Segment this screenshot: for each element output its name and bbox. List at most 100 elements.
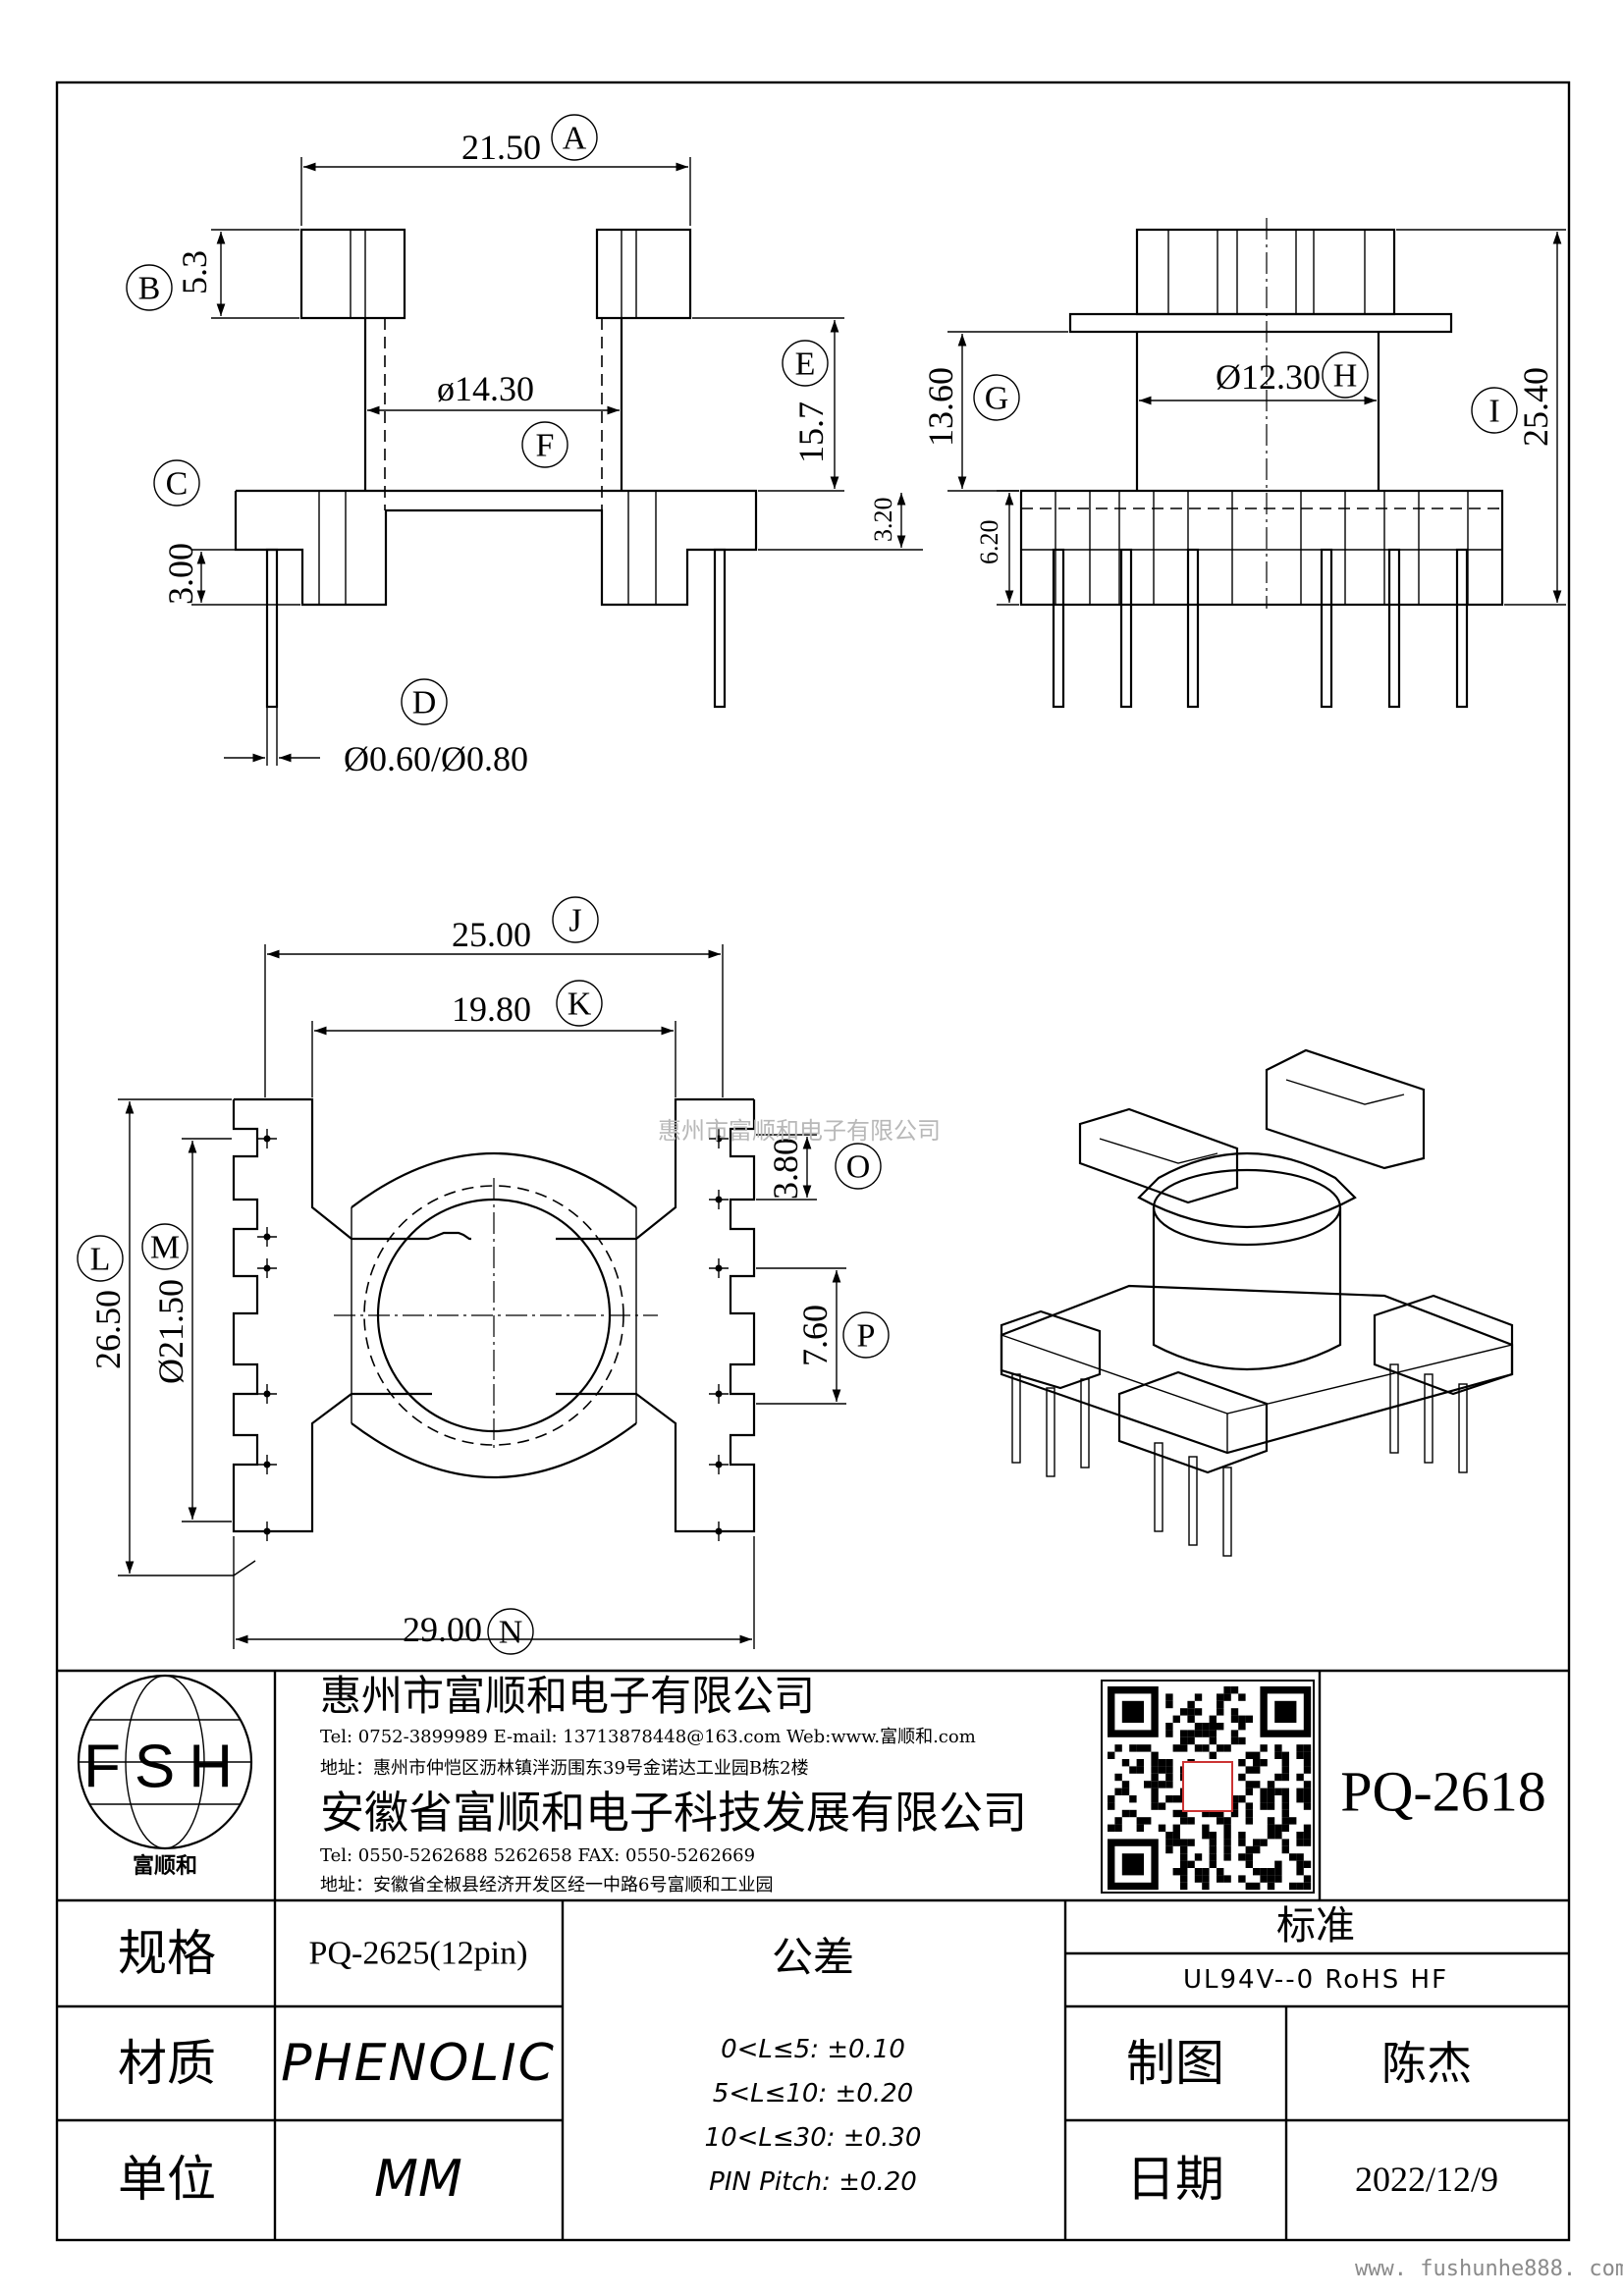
- dim-bubble-d: D: [401, 678, 448, 725]
- pin-hole: [709, 1384, 729, 1404]
- drawing-border: [55, 80, 1571, 2242]
- dim-bubble-e: E: [782, 340, 829, 387]
- dim-bubble-n: N: [487, 1608, 534, 1655]
- watermark-text: 惠州市富顺和电子有限公司: [658, 1117, 941, 1145]
- company2-contact: Tel: 0550-5262688 5262658 FAX: 0550-5262…: [320, 1845, 755, 1866]
- svg-text:H: H: [1333, 358, 1358, 395]
- svg-text:A: A: [563, 121, 587, 157]
- pin-hole: [257, 1129, 277, 1148]
- company1-contact: Tel: 0752-3899989 E-mail: 13713878448@16…: [320, 1727, 976, 1747]
- pin-hole: [709, 1129, 729, 1148]
- pin-hole: [257, 1522, 277, 1541]
- drawn-value: 陈杰: [1381, 2037, 1472, 2090]
- dim-e-value: 15.7: [791, 401, 831, 463]
- dim-bubble-c: C: [153, 459, 200, 507]
- tolerance-3: 10<L≤30: ±0.30: [705, 2123, 922, 2153]
- isometric-view: [1000, 1048, 1514, 1557]
- svg-text:J: J: [568, 903, 581, 939]
- iso-pin: [1458, 1383, 1468, 1473]
- fsh-logo: FSH 富顺和: [77, 1674, 253, 1879]
- dim-bubble-g: G: [973, 374, 1020, 421]
- svg-text:M: M: [150, 1230, 180, 1266]
- dim-m-value: Ø21.50: [151, 1279, 190, 1384]
- bottom-view: 25.00 19.80 26.50 Ø21.50 29.00 3.80 7.60: [88, 915, 846, 1649]
- pin-hole: [709, 1258, 729, 1278]
- svg-text:K: K: [568, 987, 592, 1023]
- dim-bubble-j: J: [552, 896, 599, 943]
- svg-text:D: D: [412, 685, 437, 721]
- dim-p-value: 7.60: [795, 1305, 835, 1366]
- svg-text:C: C: [166, 466, 189, 503]
- dim-side-base-value: 6.20: [975, 520, 1003, 565]
- dim-i-value: 25.40: [1516, 367, 1555, 447]
- iso-pin: [1011, 1373, 1021, 1464]
- dim-o-value: 3.80: [766, 1138, 805, 1200]
- dim-bubble-o: O: [835, 1143, 882, 1190]
- dim-bubble-f: F: [521, 421, 568, 468]
- svg-text:I: I: [1488, 394, 1499, 430]
- iso-pin: [1046, 1387, 1055, 1477]
- logo-letters: FSH: [83, 1734, 246, 1801]
- iso-pin: [1389, 1363, 1399, 1454]
- dim-bubble-a: A: [551, 114, 598, 161]
- website-footer: www. fushunhe888. com: [1355, 2257, 1623, 2281]
- tolerance-2: 5<L≤10: ±0.20: [713, 2079, 913, 2109]
- spec-label: 规格: [118, 1925, 216, 1982]
- svg-text:N: N: [499, 1615, 523, 1651]
- pin-hole: [257, 1258, 277, 1278]
- dim-l-value: 26.50: [88, 1290, 128, 1369]
- svg-text:P: P: [857, 1318, 876, 1355]
- iso-pin: [1424, 1373, 1434, 1464]
- svg-text:F: F: [536, 428, 555, 464]
- iso-pin: [1080, 1378, 1090, 1468]
- tolerance-1: 0<L≤5: ±0.10: [721, 2035, 905, 2064]
- logo-name: 富顺和: [133, 1853, 197, 1879]
- iso-pin: [1188, 1456, 1198, 1546]
- svg-text:L: L: [90, 1242, 111, 1278]
- dim-b-value: 5.3: [175, 250, 214, 294]
- spec-value: PQ-2625(12pin): [309, 1936, 528, 1972]
- svg-text:G: G: [985, 381, 1009, 417]
- dim-f-value: ø14.30: [437, 369, 534, 408]
- dim-d-value: Ø0.60/Ø0.80: [344, 739, 528, 778]
- pin-hole: [257, 1227, 277, 1247]
- side-view: 13.60 Ø12.30 25.40 6.20: [921, 218, 1566, 709]
- date-value: 2022/12/9: [1355, 2160, 1498, 2199]
- pin-hole: [709, 1522, 729, 1541]
- dim-n-value: 29.00: [403, 1610, 482, 1649]
- pin-hole: [709, 1455, 729, 1474]
- material-label: 材质: [118, 2035, 216, 2092]
- pin-hole: [257, 1384, 277, 1404]
- dim-pin-len-value: 3.00: [161, 543, 200, 605]
- svg-text:B: B: [138, 271, 161, 307]
- company2-name: 安徽省富顺和电子科技发展有限公司: [320, 1787, 1027, 1839]
- dim-k-value: 19.80: [452, 989, 531, 1029]
- dim-h-value: Ø12.30: [1216, 357, 1321, 397]
- company1-address: 地址：惠州市仲恺区沥林镇泮沥围东39号金诺达工业园B栋2楼: [320, 1758, 809, 1779]
- dim-j-value: 25.00: [452, 915, 531, 954]
- front-view: 21.50 5.3 15.7 ø14.30 3.20 3.00 Ø0.60/Ø0…: [161, 128, 923, 778]
- material-value: PHENOLIC: [281, 2034, 556, 2093]
- dim-base-h-value: 3.20: [869, 498, 897, 543]
- pin-hole: [709, 1190, 729, 1209]
- dim-bubble-i: I: [1471, 387, 1518, 434]
- tolerance-label: 公差: [772, 1934, 854, 1982]
- dim-bubble-l: L: [77, 1235, 124, 1282]
- dim-bubble-h: H: [1322, 351, 1369, 399]
- drawn-label: 制图: [1126, 2035, 1224, 2092]
- dim-g-value: 13.60: [921, 367, 960, 447]
- unit-value: MM: [374, 2150, 462, 2209]
- qr-code: [1101, 1680, 1315, 1894]
- iso-pin: [1154, 1442, 1163, 1532]
- company2-address: 地址：安徽省全椒县经济开发区经一中路6号富顺和工业园: [320, 1875, 773, 1896]
- dim-bubble-p: P: [842, 1311, 890, 1359]
- dim-bubble-b: B: [126, 264, 173, 311]
- iso-pin: [1222, 1467, 1232, 1557]
- date-label: 日期: [1126, 2151, 1224, 2208]
- model-number: PQ-2618: [1340, 1760, 1545, 1824]
- standard-label: 标准: [1276, 1903, 1355, 1949]
- company1-name: 惠州市富顺和电子有限公司: [320, 1672, 815, 1720]
- title-block: FSH 富顺和 惠州市富顺和电子有限公司 Tel: 0752-3899989 E…: [57, 1669, 1569, 2240]
- tolerance-4: PIN Pitch: ±0.20: [709, 2167, 917, 2197]
